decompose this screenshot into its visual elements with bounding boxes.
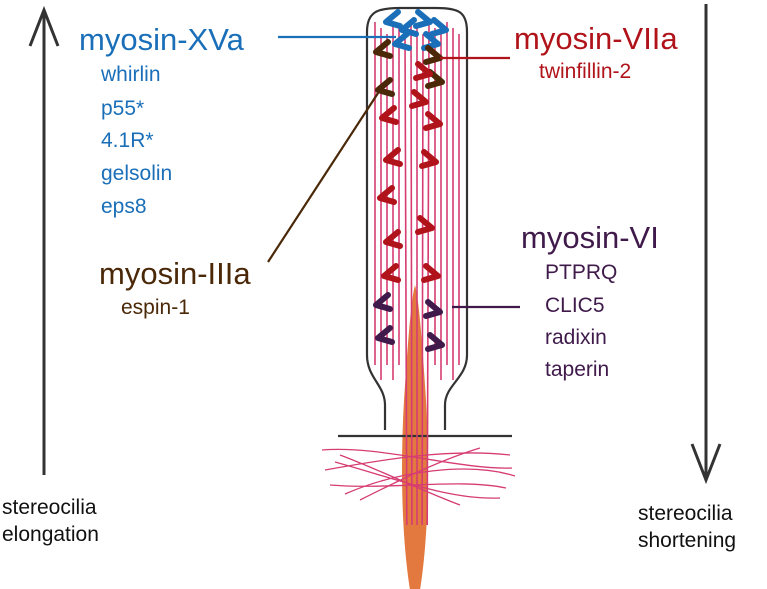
myosin-iiia-partner: espin-1 (121, 296, 190, 319)
myosin-vi-motor (375, 325, 395, 345)
myosin-viia-motor (415, 215, 435, 235)
stereocilium-membrane (365, 6, 469, 430)
myosin-viia-motor (409, 89, 429, 109)
myosin-xva-partner: eps8 (101, 195, 147, 218)
myosin-iiia-label: myosin-IIIa (99, 256, 251, 291)
myosin-viia-label: myosin-VIIa (514, 21, 678, 56)
myosin-vi-partner: taperin (545, 358, 610, 381)
myosin-xva-partner: p55* (101, 97, 145, 120)
myosin-viia-motor (413, 61, 433, 81)
myosin-xva-label: myosin-XVa (79, 22, 244, 57)
myosin-vi-partner: CLIC5 (545, 294, 605, 317)
myosin-xva-partner: whirlin (101, 63, 161, 86)
myosin-iiia-motor (423, 45, 443, 65)
myosin-vi-motor (423, 299, 443, 319)
myosin-iiia-pointer (267, 89, 381, 263)
actin-filament (410, 21, 413, 526)
myosin-viia-motor (383, 229, 403, 249)
myosin-xva-motor (392, 31, 412, 51)
elongation-caption: stereocilia elongation (2, 496, 99, 546)
myosin-viia-motor (379, 105, 399, 125)
myosin-vi-label: myosin-VI (521, 220, 659, 255)
myosin-viia-motor (419, 149, 439, 169)
myosin-vi-partner: radixin (545, 326, 607, 349)
actin-filament (404, 33, 408, 526)
myosin-viia-motor (377, 185, 397, 205)
myosin-viia-motor (423, 111, 443, 131)
myosin-iiia-motor (375, 77, 395, 97)
myosin-viia-motor (383, 147, 403, 167)
myosin-vi-motor (373, 292, 393, 312)
myosin-viia-motor (421, 263, 441, 283)
cuticular-plate-filaments (321, 447, 516, 506)
myosin-xva-motor (383, 9, 403, 29)
myosin-viia-partner: twinfillin-2 (539, 60, 632, 83)
myosin-vi-partner: PTPRQ (545, 261, 618, 284)
shortening-caption: stereocilia shortening (638, 502, 737, 552)
myosin-vi-motor (425, 332, 445, 352)
myosin-xva-partner: 4.1R* (101, 129, 154, 152)
myosin-xva-partner: gelsolin (101, 162, 173, 185)
shortening-arrow (690, 4, 722, 485)
myosin-xva-motor (429, 17, 449, 37)
myosin-iiia-motor (373, 39, 393, 59)
actin-filament (426, 21, 430, 526)
elongation-arrow (28, 5, 60, 475)
myosin-viia-motor (381, 263, 401, 283)
myosin-xva-motor (413, 9, 433, 29)
